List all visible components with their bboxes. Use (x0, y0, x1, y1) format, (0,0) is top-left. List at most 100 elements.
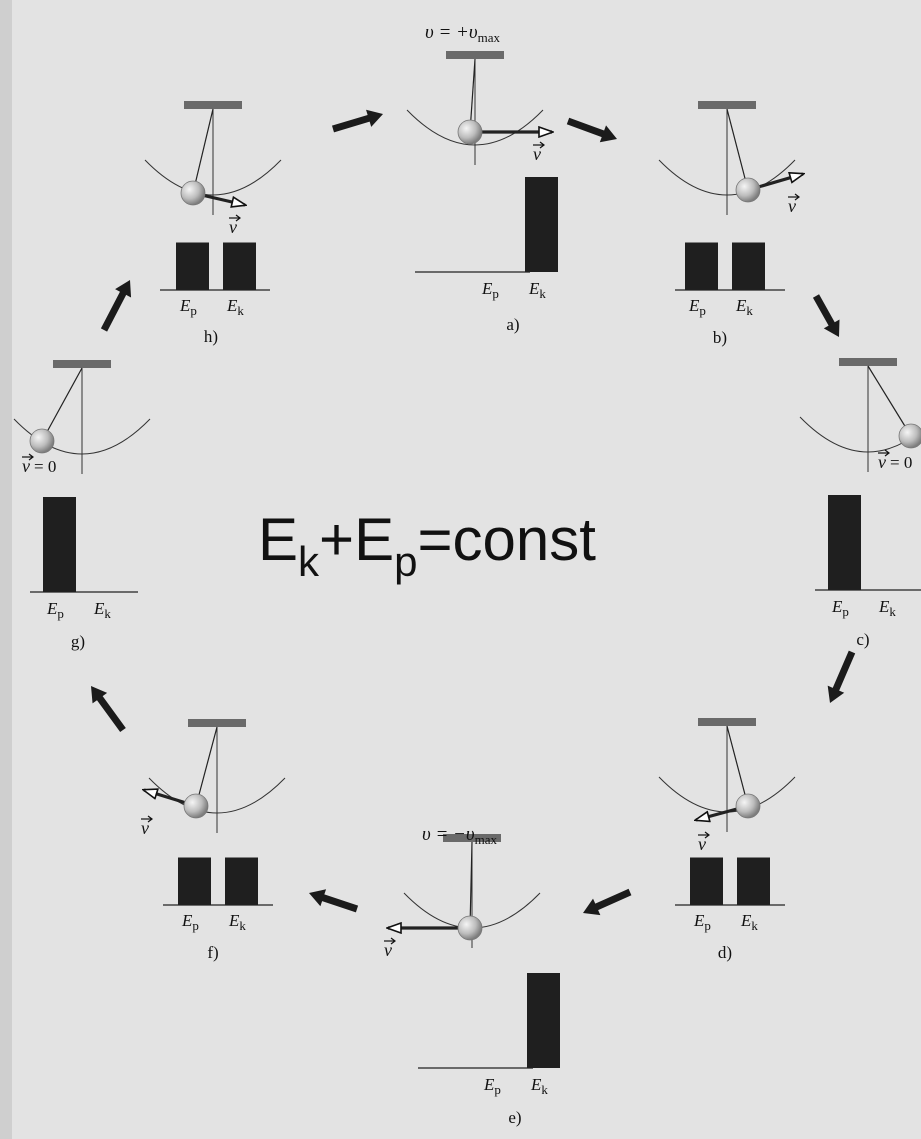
ceiling-bar (698, 101, 756, 109)
equation-e: E (258, 506, 298, 573)
ek-label: Ek (528, 279, 546, 301)
panel-caption: a) (506, 315, 519, 334)
ep-bar (828, 495, 861, 590)
cycle-arrow (331, 109, 383, 133)
v-zero-vector: v (22, 456, 30, 476)
pendulum-bob (457, 119, 483, 145)
velocity-vector-label: v (384, 940, 392, 960)
energy-equation: Ek+Ep=const (258, 506, 596, 585)
panel-d: vEp Ek d) (658, 718, 796, 962)
equation-const: =const (417, 506, 596, 573)
velocity-vector-label: v (533, 144, 541, 164)
ep-bar (685, 242, 718, 290)
ek-bar (732, 242, 765, 290)
panel-caption: h) (204, 327, 218, 346)
ek-label: Ek (735, 296, 753, 318)
panel-g: v= 0 Ep Ek g) (13, 360, 151, 651)
swing-arc (658, 159, 796, 196)
velocity-vector-label-arrowtip (390, 937, 396, 945)
v-zero-label: = 0 (890, 453, 912, 472)
page-edge (0, 0, 12, 1139)
ep-bar (690, 857, 723, 905)
pendulum-bob (735, 793, 761, 819)
v-zero-label: = 0 (34, 457, 56, 476)
ceiling-bar (446, 51, 504, 59)
cycle-arrow (566, 117, 617, 143)
cycle-arrow (583, 888, 632, 916)
swing-arc (144, 159, 282, 196)
ek-label: Ek (878, 597, 896, 619)
cycle-arrow (827, 650, 856, 703)
ep-label: Ep (481, 279, 499, 301)
v-zero-vector-arrowtip (884, 449, 890, 457)
equation-sub-p: p (394, 538, 417, 585)
ceiling-bar (443, 834, 501, 842)
ep-label: Ep (179, 296, 197, 318)
cycle-arrow (91, 686, 126, 733)
ep-bar (43, 497, 76, 592)
pendulum-string (192, 108, 214, 194)
pendulum-bob (183, 793, 209, 819)
swing-arc (148, 777, 286, 814)
pendulum-bob (29, 428, 55, 454)
v-zero-vector: v (878, 452, 886, 472)
velocity-vector-label-arrowtip (235, 214, 241, 222)
ep-label: Ep (483, 1075, 501, 1097)
ceiling-bar (188, 719, 246, 727)
ek-label: Ek (530, 1075, 548, 1097)
pendulum-string (469, 841, 473, 929)
ek-label: Ek (93, 599, 111, 621)
ep-label: Ep (693, 911, 711, 933)
pendulum-string (726, 725, 749, 807)
ek-label: Ek (226, 296, 244, 318)
equation-sub-k: k (298, 538, 320, 585)
ceiling-bar (698, 718, 756, 726)
pendulum-string (867, 365, 912, 437)
ek-bar (223, 242, 256, 290)
ep-label: Ep (688, 296, 706, 318)
cycle-arrow (309, 889, 359, 913)
velocity-vector-label-arrowtip (704, 831, 710, 839)
pendulum-bob (457, 915, 483, 941)
pendulum-string (726, 108, 749, 191)
ep-bar (178, 857, 211, 905)
ep-label: Ep (46, 599, 64, 621)
ek-label: Ek (228, 911, 246, 933)
cycle-arrow (100, 280, 132, 332)
velocity-vector-label: v (698, 834, 706, 854)
equation-plus-e: +E (319, 506, 394, 573)
panel-caption: d) (718, 943, 732, 962)
swing-arc (406, 109, 544, 146)
ek-bar (527, 973, 560, 1068)
pendulum-bob (180, 180, 206, 206)
v-zero-vector-arrowtip (28, 453, 34, 461)
panel-caption: e) (508, 1108, 521, 1127)
pendulum-bob (735, 177, 761, 203)
ep-label: Ep (831, 597, 849, 619)
ep-bar (176, 242, 209, 290)
ceiling-bar (839, 358, 897, 366)
panel-h: vEp Ek h) (144, 101, 282, 346)
ceiling-bar (53, 360, 111, 368)
cycle-arrow (812, 294, 840, 337)
max-velocity-label: υ = +υmax (425, 22, 500, 45)
cycle-arrows (91, 109, 856, 916)
panel-caption: f) (207, 943, 218, 962)
velocity-vector-label-arrowtip (147, 815, 153, 823)
ek-bar (525, 177, 558, 272)
ek-label: Ek (740, 911, 758, 933)
max-velocity-label: υ = −υmax (422, 824, 497, 847)
velocity-vector-label: v (229, 217, 237, 237)
swing-arc (13, 418, 151, 455)
velocity-vector-label-arrowtip (539, 141, 545, 149)
panel-caption: g) (71, 632, 85, 651)
ep-label: Ep (181, 911, 199, 933)
panel-caption: b) (713, 328, 727, 347)
velocity-vector-label-arrowtip (794, 193, 800, 201)
